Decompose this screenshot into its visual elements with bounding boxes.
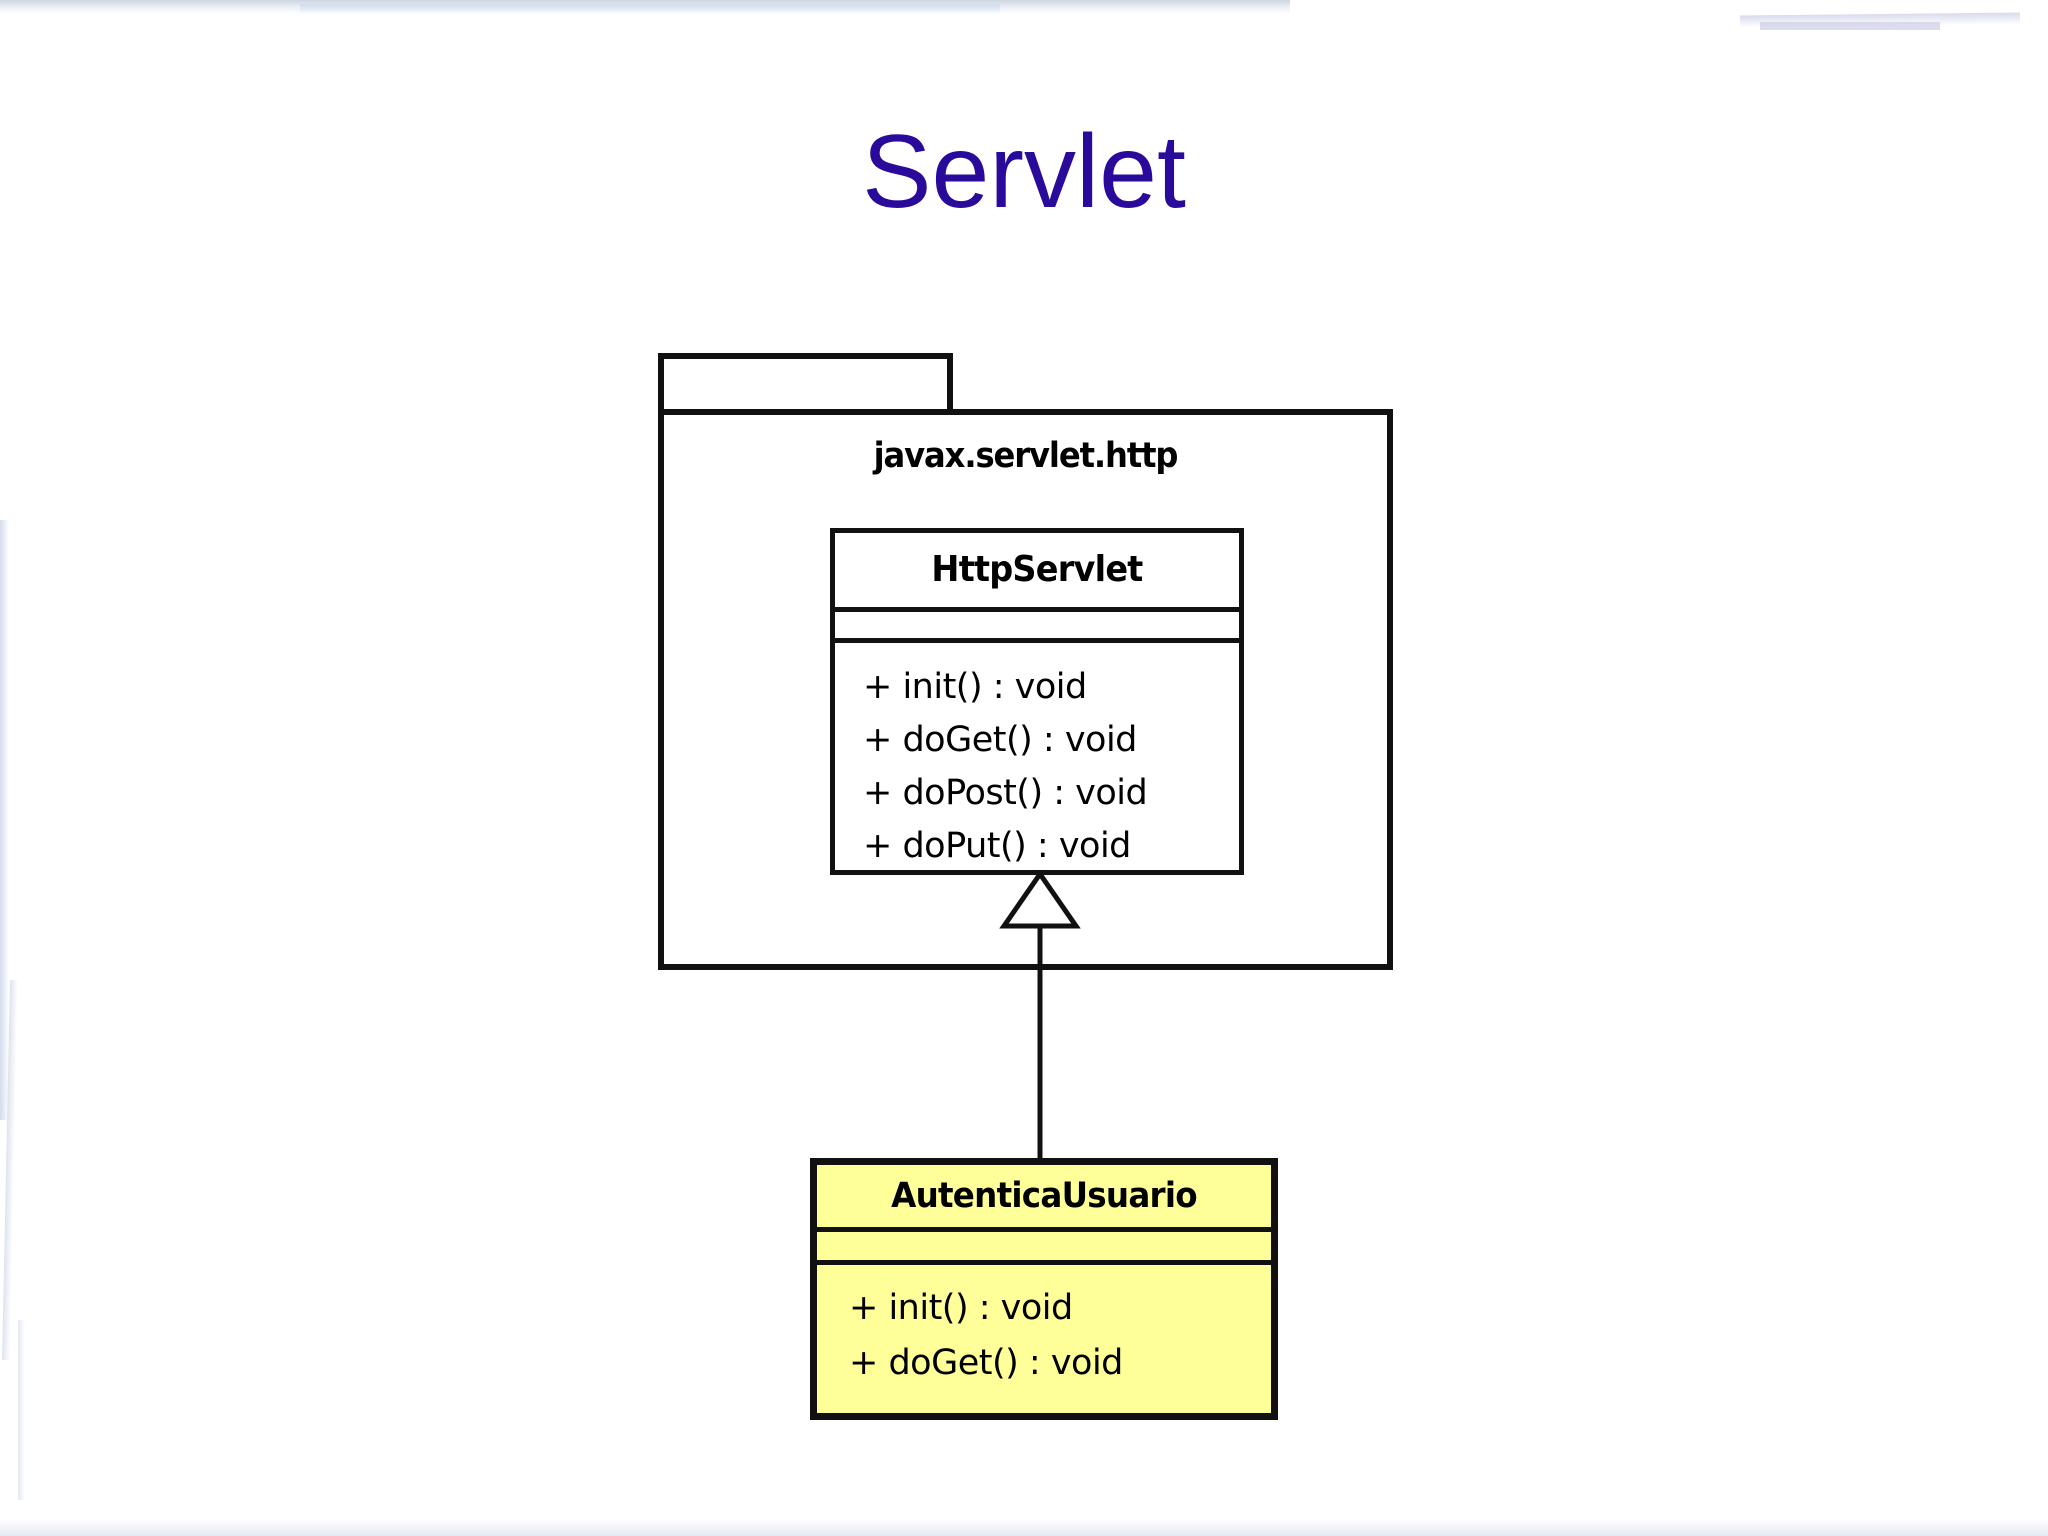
scan-artifact-top [0, 0, 1290, 14]
scan-artifact-left [0, 520, 9, 1120]
uml-attributes-compartment-autenticausuario [817, 1227, 1271, 1260]
uml-class-autenticausuario[interactable]: AutenticaUsuario + init() : void + doGet… [810, 1158, 1278, 1420]
uml-attributes-compartment-httpservlet [835, 607, 1239, 638]
uml-operation: + init() : void [863, 667, 1087, 707]
uml-class-name-autenticausuario: AutenticaUsuario [891, 1176, 1198, 1216]
scan-artifact-left-tertiary [18, 1320, 25, 1500]
uml-operation: + doPut() : void [863, 826, 1131, 866]
uml-operations-compartment-httpservlet: + init() : void + doGet() : void + doPos… [835, 638, 1239, 873]
scan-artifact-left-secondary [2, 980, 18, 1360]
scan-artifact-bottom [0, 1520, 2048, 1536]
uml-operation: + doGet() : void [849, 1343, 1123, 1383]
uml-class-httpservlet[interactable]: HttpServlet + init() : void + doGet() : … [830, 528, 1244, 875]
slide-title: Servlet [862, 114, 1186, 230]
scan-artifact-top-right-secondary [1760, 22, 1940, 30]
uml-operation: + doPost() : void [863, 773, 1148, 813]
uml-class-name-httpservlet: HttpServlet [931, 549, 1143, 590]
uml-operations-compartment-autenticausuario: + init() : void + doGet() : void [817, 1260, 1271, 1391]
scan-artifact-top-secondary [300, 4, 1000, 14]
uml-operation: + doGet() : void [863, 720, 1137, 760]
uml-package-name: javax.servlet.http [873, 436, 1179, 476]
scan-artifact-top-right [1739, 12, 2021, 28]
uml-operation: + init() : void [849, 1288, 1073, 1328]
uml-package-tab [658, 353, 953, 409]
